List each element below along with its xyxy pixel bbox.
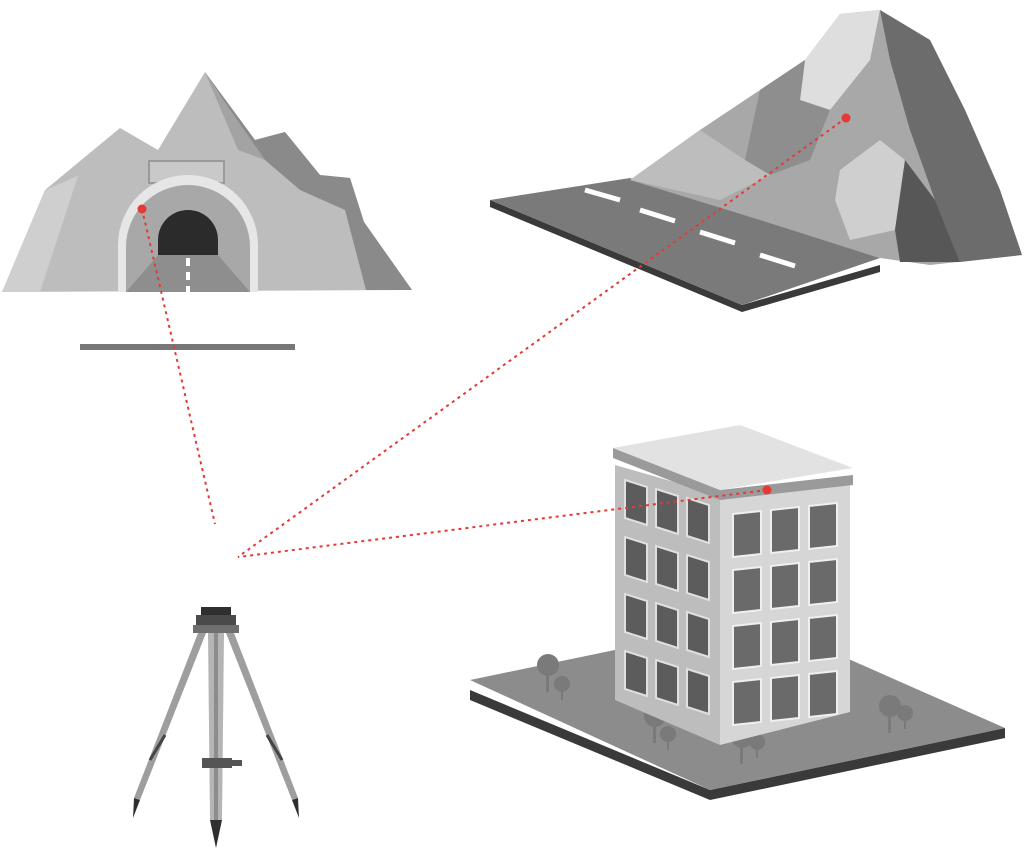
building-right-windows xyxy=(732,501,838,727)
laser-lines xyxy=(141,117,847,558)
tripod-leg-left xyxy=(134,633,206,800)
tripod-head xyxy=(196,615,236,625)
tunnel-mountain-shadow-left xyxy=(2,176,78,292)
laser-line-building xyxy=(237,489,768,558)
surveying-tripod-icon xyxy=(133,607,299,848)
building-roof xyxy=(613,425,853,490)
building-left-windows xyxy=(624,478,710,716)
laser-line-tunnel xyxy=(141,208,216,525)
tripod-leg-center-shade xyxy=(214,633,218,820)
window xyxy=(770,673,800,723)
tree xyxy=(660,726,676,742)
window xyxy=(686,553,710,602)
tripod-brace-left xyxy=(148,734,167,761)
target-point-building xyxy=(762,485,772,495)
tree xyxy=(554,676,570,692)
trees xyxy=(537,654,913,764)
tunnel-opening xyxy=(158,210,218,255)
window xyxy=(808,669,838,719)
mountain-road-icon xyxy=(490,10,1022,312)
window xyxy=(686,667,710,716)
tripod-leg-right xyxy=(226,633,298,800)
tree xyxy=(537,654,559,676)
tripod-brace-right xyxy=(265,734,284,761)
laser-target-points xyxy=(137,113,851,495)
mountain-lower-shadow xyxy=(895,160,960,262)
window xyxy=(686,610,710,659)
window xyxy=(808,613,838,663)
window xyxy=(808,557,838,607)
tripod-foot-left xyxy=(133,798,140,818)
tunnel-peak-facet xyxy=(205,72,265,160)
window xyxy=(770,561,800,611)
mountain-shadow-face xyxy=(880,10,1022,262)
window xyxy=(732,677,762,727)
tunnel-mountain-shadow-right xyxy=(205,72,412,290)
window xyxy=(732,621,762,671)
window xyxy=(624,535,648,584)
window xyxy=(655,601,679,650)
mountain-left-ridge xyxy=(630,130,770,200)
mountain-lower-facet xyxy=(835,140,905,240)
window xyxy=(770,505,800,555)
window xyxy=(686,496,710,545)
window xyxy=(624,649,648,698)
window xyxy=(770,617,800,667)
window xyxy=(655,487,679,536)
mountain-mid-face xyxy=(745,60,830,175)
mountain-road-surface xyxy=(490,178,880,305)
window xyxy=(808,501,838,551)
tripod-head-base xyxy=(193,625,239,633)
window xyxy=(732,509,762,559)
tripod-foot-right xyxy=(292,798,299,818)
mountain-light-face xyxy=(800,10,880,110)
tree xyxy=(879,695,901,717)
window xyxy=(624,478,648,527)
target-point-tunnel xyxy=(137,204,147,214)
window xyxy=(624,592,648,641)
tripod-head-cap xyxy=(201,607,231,615)
tripod-clamp-knob xyxy=(232,760,242,766)
tripod-clamp xyxy=(202,758,232,768)
mountain-road-markings xyxy=(584,187,796,269)
window xyxy=(732,565,762,615)
tunnel-ground-line xyxy=(80,344,295,350)
tunnel-icon xyxy=(2,72,412,350)
tree xyxy=(749,734,765,750)
building-roof-edge xyxy=(613,448,853,500)
office-building-icon xyxy=(470,425,1005,800)
target-point-mountain xyxy=(841,113,851,123)
tree xyxy=(897,705,913,721)
tripod-foot-center xyxy=(210,820,222,848)
window xyxy=(655,544,679,593)
window xyxy=(655,658,679,707)
laser-line-mountain xyxy=(237,117,847,558)
